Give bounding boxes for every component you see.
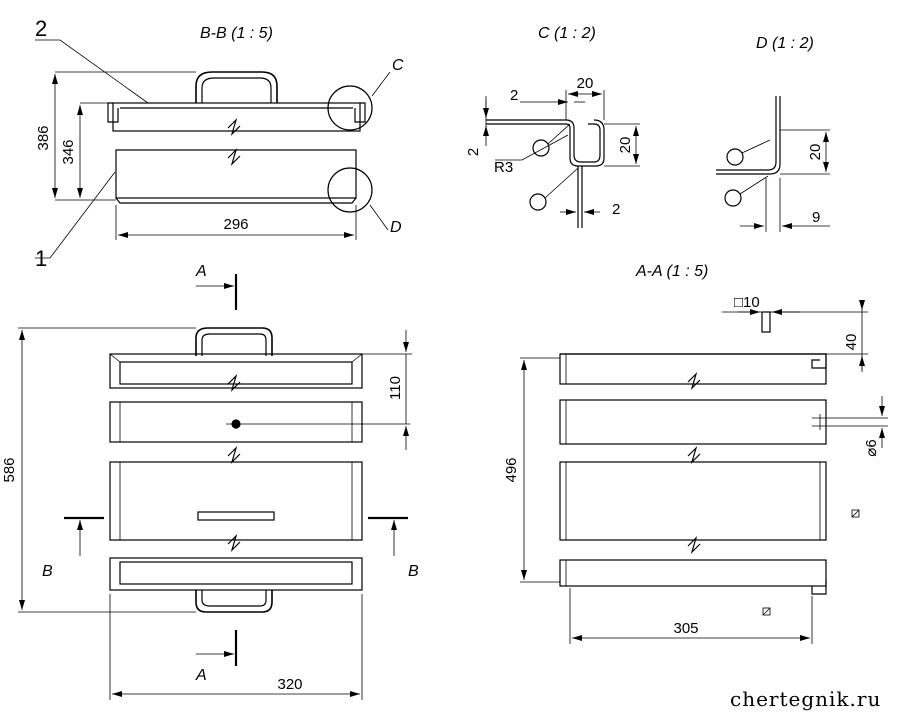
dim-c-2-bottom: 2 xyxy=(612,201,620,218)
dim-305: 305 xyxy=(673,620,698,637)
part-2-label: 2 xyxy=(35,16,47,41)
dim-346: 346 xyxy=(60,139,77,164)
section-b-right-label: B xyxy=(408,563,419,580)
section-a-top-label: A xyxy=(195,263,207,280)
dim-d6: ⌀6 xyxy=(863,439,880,456)
dim-586: 586 xyxy=(1,457,18,482)
dim-496: 496 xyxy=(503,457,520,482)
section-bb-view xyxy=(35,39,391,259)
detail-d-title: D (1 : 2) xyxy=(756,35,814,52)
dim-296: 296 xyxy=(223,216,248,233)
detail-d-mark: D xyxy=(390,219,402,236)
detail-c-title: C (1 : 2) xyxy=(538,25,596,42)
dim-386: 386 xyxy=(35,125,52,150)
dim-c-r3: R3 xyxy=(494,159,513,176)
section-aa-title: A-A (1 : 5) xyxy=(635,263,708,280)
section-aa-view xyxy=(520,300,888,644)
section-a-bottom-label: A xyxy=(195,667,207,684)
detail-c-view xyxy=(483,90,640,228)
dim-320: 320 xyxy=(277,676,302,693)
dim-110: 110 xyxy=(387,376,404,400)
section-b-left-label: B xyxy=(42,563,53,580)
dim-d-9: 9 xyxy=(812,209,820,226)
dim-40: 40 xyxy=(843,334,860,351)
dim-d-20: 20 xyxy=(807,144,824,161)
section-bb-title: B-B (1 : 5) xyxy=(200,25,273,42)
dim-c-20-right: 20 xyxy=(617,137,634,154)
front-view xyxy=(18,274,412,700)
watermark-text: chertegnik.ru xyxy=(730,687,881,711)
dim-c-20-top: 20 xyxy=(577,75,594,92)
detail-c-mark: C xyxy=(392,57,404,74)
detail-d-view xyxy=(716,96,830,232)
dim-c-2-top: 2 xyxy=(510,87,518,104)
dim-c-2-left: 2 xyxy=(465,148,482,156)
part-1-label: 1 xyxy=(35,246,47,271)
dim-sq10: □10 xyxy=(734,294,760,311)
